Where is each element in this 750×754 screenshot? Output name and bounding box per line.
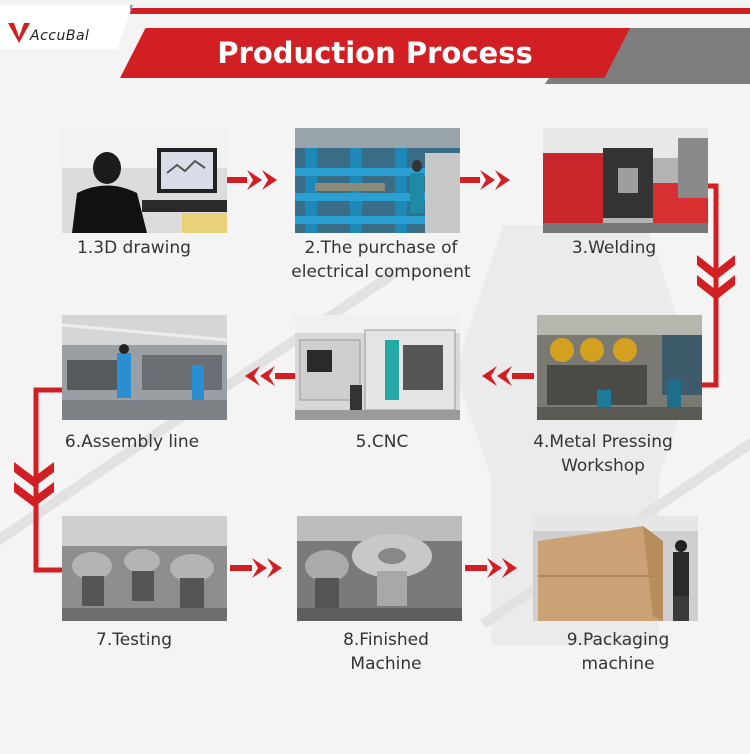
arrow-right-icon — [458, 170, 510, 190]
step-4-label: 4.Metal Pressing Workshop — [533, 432, 673, 476]
arrow-left-icon — [482, 366, 534, 386]
step-4-photo — [537, 315, 702, 420]
brand-name: AccuBal — [30, 28, 90, 44]
step-3-label: 3.Welding — [571, 238, 657, 258]
chevron-down-icon — [14, 462, 54, 507]
step-6-photo — [62, 315, 227, 420]
step-8-photo — [297, 516, 462, 621]
step-6-label: 6.Assembly line — [64, 432, 200, 452]
step-1-label: 1.3D drawing — [77, 238, 191, 258]
step-7-label: 7.Testing — [96, 630, 172, 650]
logo-icon — [8, 23, 30, 43]
title-banner — [120, 28, 630, 78]
step-9-photo — [533, 516, 698, 621]
arrow-right-icon — [465, 558, 517, 578]
step-8-label: 8.Finished Machine — [343, 630, 429, 674]
step-5-photo — [295, 315, 460, 420]
header-band — [0, 8, 750, 14]
step-1-photo — [62, 128, 227, 233]
step-7-photo — [62, 516, 227, 621]
step-5-label: 5.CNC — [355, 432, 409, 452]
step-2-photo — [295, 128, 460, 233]
chevron-down-icon — [697, 255, 735, 300]
flow-line-right — [700, 183, 719, 388]
arrow-right-icon — [225, 170, 277, 190]
arrow-left-icon — [245, 366, 297, 386]
page-title: Production Process — [217, 36, 533, 70]
step-9-label: 9.Packaging machine — [566, 630, 670, 674]
step-2-label: 2.The purchase of electrical component — [291, 238, 471, 282]
arrow-right-icon — [230, 558, 282, 578]
step-3-photo — [543, 128, 708, 233]
